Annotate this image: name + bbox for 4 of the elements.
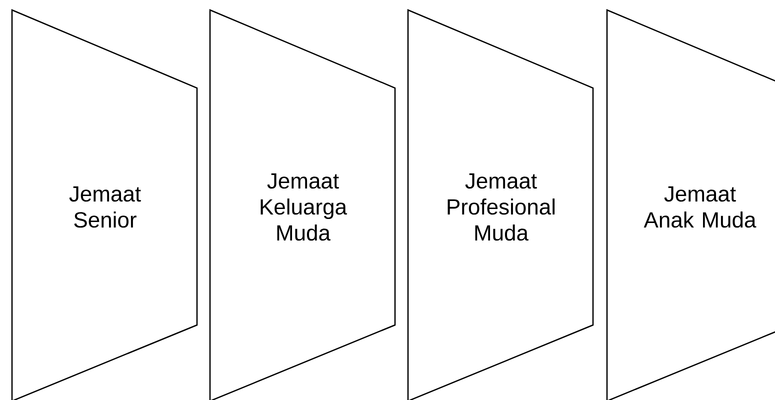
trapezoid-box: Jemaat Keluarga Muda <box>209 9 396 400</box>
trapezoid-box: Jemaat Profesional Muda <box>407 9 594 400</box>
trapezoid-box: Jemaat Anak Muda <box>606 9 775 400</box>
trapezoid-box: Jemaat Senior <box>11 9 198 400</box>
